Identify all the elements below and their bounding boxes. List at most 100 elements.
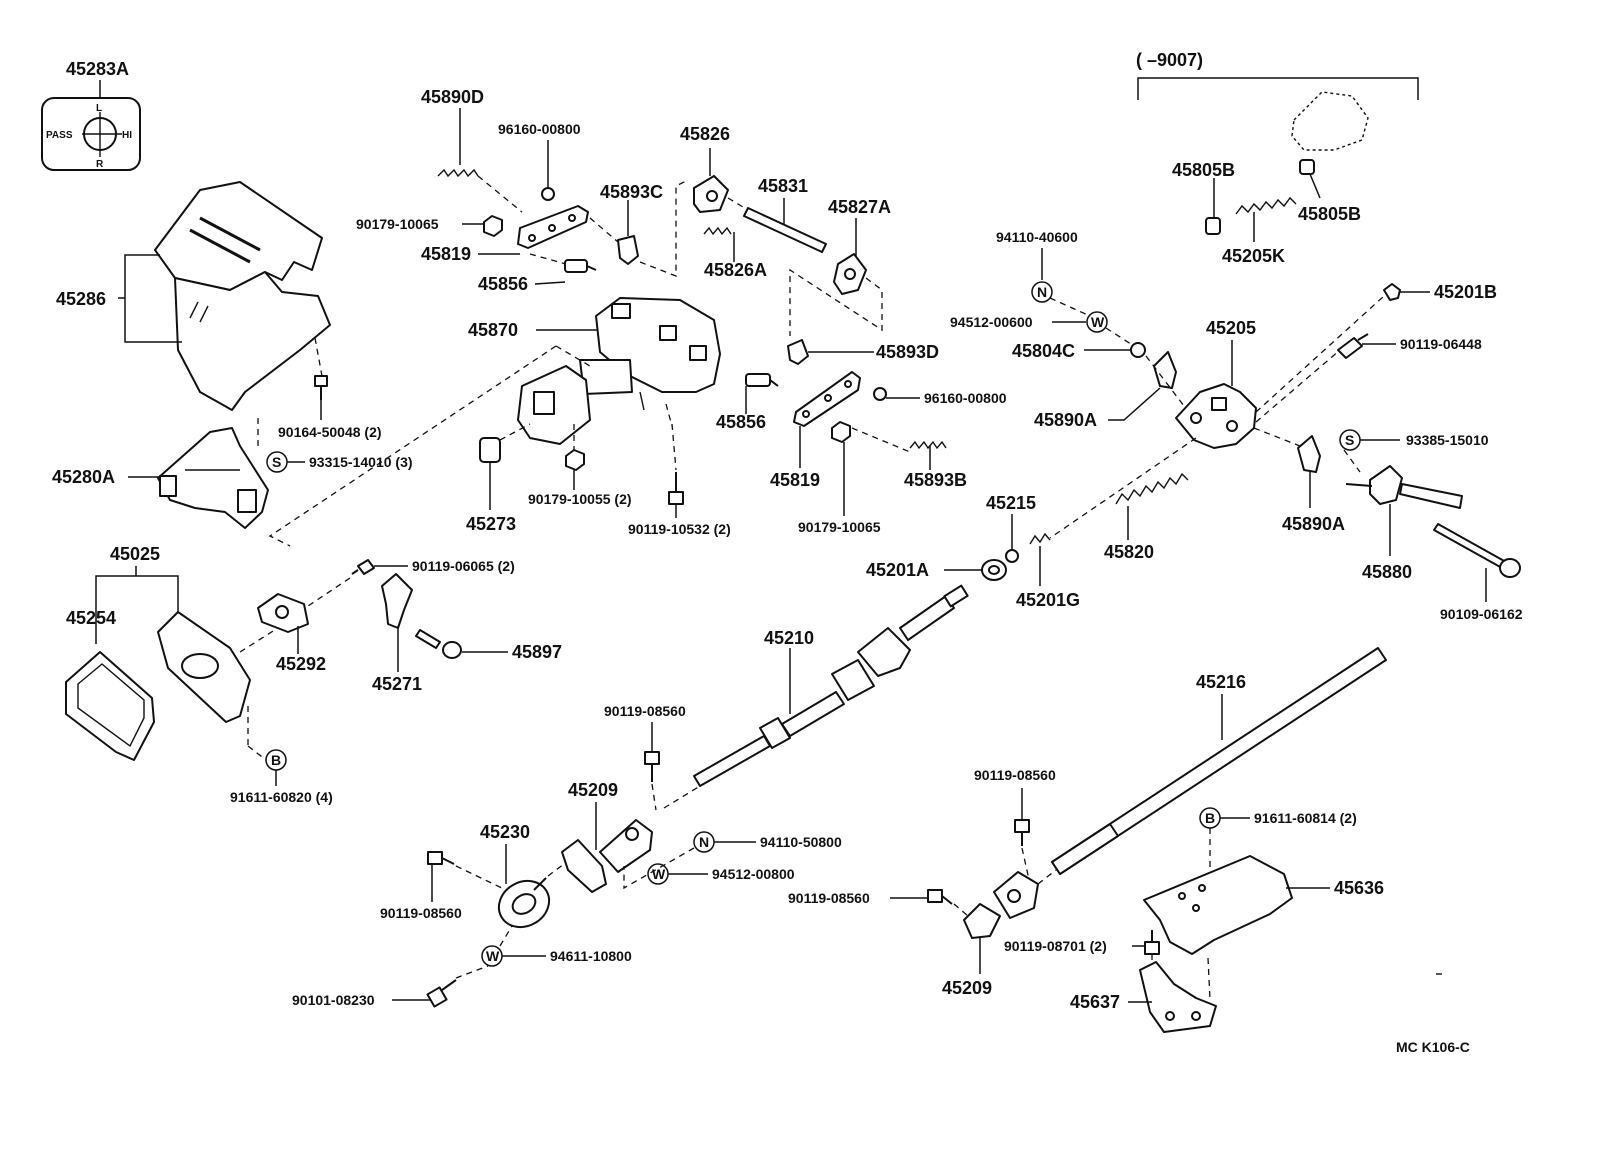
nut-90179-10055 <box>565 449 585 471</box>
label-45893D: 45893D <box>876 342 939 362</box>
washer-45201B <box>1383 283 1401 301</box>
marker-b-2: B <box>1205 810 1215 826</box>
label-45893B: 45893B <box>904 470 967 490</box>
switch-plate-top-label: L <box>96 103 102 114</box>
marker-w-2: W <box>652 866 666 882</box>
label-45831: 45831 <box>758 176 808 196</box>
nut-90179-10065-mid <box>831 421 851 443</box>
marker-w-1: W <box>1091 314 1105 330</box>
shaft-45210 <box>693 584 969 787</box>
label-45292: 45292 <box>276 654 326 674</box>
label-45820: 45820 <box>1104 542 1154 562</box>
cover-45636 <box>1143 855 1293 955</box>
label-45209-right: 45209 <box>942 978 992 998</box>
label-45827A: 45827A <box>828 197 891 217</box>
spring-45890D <box>437 168 479 178</box>
label-45283A: 45283A <box>66 59 129 79</box>
marker-n-1: N <box>1037 284 1047 300</box>
plate-45025 <box>157 611 251 723</box>
label-96160-00800-mid: 96160-00800 <box>924 390 1007 406</box>
lever-plate-45819-mid <box>793 371 861 427</box>
label-45804C: 45804C <box>1012 341 1075 361</box>
switch-plate-bottom-label: R <box>96 159 104 170</box>
label-45286: 45286 <box>56 289 106 309</box>
plug-45805B-left <box>1205 217 1221 235</box>
bolt-90109-06162 <box>1433 523 1521 578</box>
label-45215: 45215 <box>986 493 1036 513</box>
label-45893C: 45893C <box>600 182 663 202</box>
label-45636: 45636 <box>1334 878 1384 898</box>
label-45637: 45637 <box>1070 992 1120 1012</box>
label-91611-60820: 91611-60820 (4) <box>230 789 333 805</box>
clip-45893C <box>617 235 639 265</box>
marker-w-3: W <box>486 948 500 964</box>
clip-45890A-left <box>1153 351 1177 389</box>
marker-s-1: S <box>272 454 281 470</box>
label-45890A-left: 45890A <box>1034 410 1097 430</box>
label-90119-06065: 90119-06065 (2) <box>412 558 515 574</box>
label-45819-mid: 45819 <box>770 470 820 490</box>
lever-plate-45819-top <box>517 205 589 249</box>
bolt-90101-08230 <box>426 979 457 1008</box>
label-45201B: 45201B <box>1434 282 1497 302</box>
label-94611-10800: 94611-10800 <box>550 948 632 964</box>
label-90119-08701: 90119-08701 (2) <box>1004 938 1107 954</box>
label-45897: 45897 <box>512 642 562 662</box>
column-housing-45870 <box>517 297 721 445</box>
diagram-code: MC K106-C <box>1396 1039 1470 1055</box>
label-90119-08560-a: 90119-08560 <box>604 703 686 719</box>
bolt-90119-10532 <box>668 472 684 505</box>
label-90119-08560-d: 90119-08560 <box>788 890 870 906</box>
marker-b-1: B <box>271 752 281 768</box>
label-45805B-right: 45805B <box>1298 204 1361 224</box>
bracket-45826 <box>693 175 729 213</box>
label-90101-08230: 90101-08230 <box>292 992 375 1008</box>
spring-45820 <box>1115 472 1189 505</box>
label-90164-50048: 90164-50048 (2) <box>278 424 382 440</box>
label-94110-50800: 94110-50800 <box>760 834 842 850</box>
spring-45201G <box>1029 532 1051 545</box>
label-94512-00600: 94512-00600 <box>950 314 1033 330</box>
bracket-45827A <box>833 253 867 295</box>
label-90179-10055: 90179-10055 (2) <box>528 491 632 507</box>
bolt-90119-06065 <box>351 559 375 575</box>
joint-45209-right <box>963 871 1039 939</box>
label-45254: 45254 <box>66 608 116 628</box>
label-45890A-right: 45890A <box>1282 514 1345 534</box>
label-45209-left: 45209 <box>568 780 618 800</box>
pin-45856-top <box>564 259 597 273</box>
spring-45826A <box>703 226 732 236</box>
label-9007: ( –9007) <box>1136 50 1203 70</box>
coupling-45230 <box>497 877 551 929</box>
label-91611-60814: 91611-60814 (2) <box>1254 810 1357 826</box>
label-45271: 45271 <box>372 674 422 694</box>
gasket-45254 <box>65 651 155 761</box>
plate-45292 <box>257 593 309 633</box>
label-45856-top: 45856 <box>478 274 528 294</box>
lever-45880 <box>1345 465 1463 509</box>
label-45205K: 45205K <box>1222 246 1285 266</box>
label-45870: 45870 <box>468 320 518 340</box>
label-96160-00800-top: 96160-00800 <box>498 121 581 137</box>
label-45025: 45025 <box>110 544 160 564</box>
housing-outline-ghost <box>1291 91 1369 151</box>
label-45210: 45210 <box>764 628 814 648</box>
label-45826A: 45826A <box>704 260 767 280</box>
label-45805B-left: 45805B <box>1172 160 1235 180</box>
label-45890D: 45890D <box>421 87 484 107</box>
label-45201G: 45201G <box>1016 590 1080 610</box>
label-45826: 45826 <box>680 124 730 144</box>
switch-plate-45283A: L R PASS HI <box>41 97 141 171</box>
lock-housing-45205 <box>1175 383 1257 449</box>
marker-n-2: N <box>699 834 709 850</box>
spring-45205K <box>1235 196 1297 215</box>
bolt-90119-08560-a <box>644 751 660 782</box>
label-45280A: 45280A <box>52 467 115 487</box>
bracket-45637 <box>1139 961 1217 1033</box>
bracket-45271 <box>381 573 413 629</box>
bolt-90119-08560-b <box>427 851 455 865</box>
label-45856-mid: 45856 <box>716 412 766 432</box>
spring-45893B <box>909 440 947 450</box>
pin-45856-mid <box>745 373 779 387</box>
